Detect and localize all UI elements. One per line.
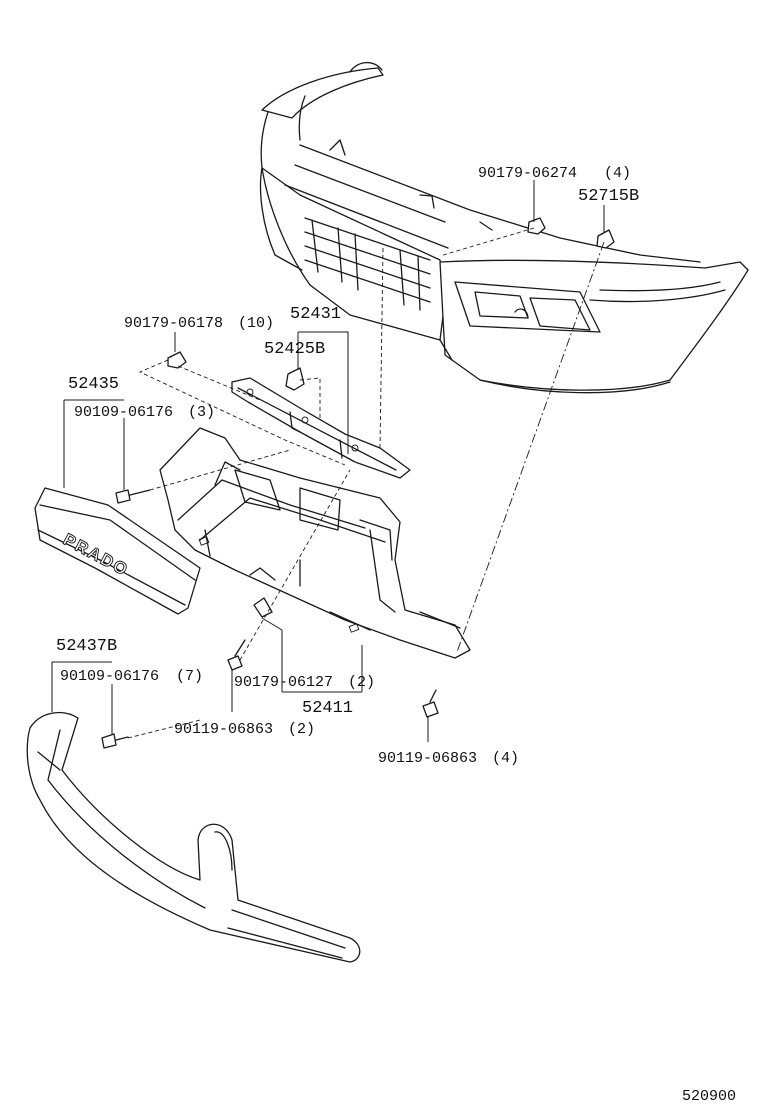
fastener-bolt-center — [227, 639, 246, 671]
callout-quantity: (4) — [492, 750, 519, 767]
fastener-screw-guard — [101, 733, 129, 749]
bumper-reinforcement-52411 — [159, 427, 471, 659]
callout-part-number: 52411 — [302, 699, 353, 718]
assembly-lines — [127, 227, 605, 739]
callout-52435: 52435 — [68, 375, 119, 394]
callout-part-number: 90179-06274 — [478, 165, 577, 182]
fastener-clip-top-right — [596, 229, 615, 249]
fastener-screw-emblem — [115, 489, 151, 504]
callout-part-number: 52715B — [578, 187, 639, 206]
callout-90179-06127: 90179-06127 (2) — [234, 674, 375, 691]
callout-90109-06176-3: 90109-06176 (3) — [74, 404, 215, 421]
figure-number: 520900 — [682, 1088, 736, 1105]
callout-part-number: 90179-06178 — [124, 315, 223, 332]
callout-part-number: 52431 — [290, 305, 341, 324]
callout-quantity: (2) — [348, 674, 375, 691]
callout-part-number: 52437B — [56, 637, 117, 656]
fastener-clip-center — [253, 597, 273, 618]
callout-90179-06178: 90179-06178 (10) — [124, 315, 274, 332]
leader-lines — [51, 180, 605, 742]
lower-guard-52437b — [26, 711, 361, 963]
callout-part-number: 90109-06176 — [74, 404, 173, 421]
callout-part-number: 90109-06176 — [60, 668, 159, 685]
callout-quantity: (4) — [604, 165, 631, 182]
callout-quantity: (3) — [188, 404, 215, 421]
callout-part-number: 90119-06863 — [174, 721, 273, 738]
fastener-bolt-right — [422, 689, 439, 718]
callout-52437b: 52437B — [56, 637, 117, 656]
bracket-52431 — [231, 377, 411, 479]
fastener-clip-52425b — [285, 367, 305, 391]
callout-90119-06863-2: 90119-06863 (2) — [174, 721, 315, 738]
callout-52431: 52431 — [290, 305, 341, 324]
callout-part-number: 90119-06863 — [378, 750, 477, 767]
callout-part-number: 52435 — [68, 375, 119, 394]
callout-90109-06176-7: 90109-06176 (7) — [60, 668, 203, 685]
callout-90119-06863-4: 90119-06863 (4) — [378, 750, 519, 767]
callout-52425b: 52425B — [264, 340, 325, 359]
callout-quantity: (10) — [238, 315, 274, 332]
vehicle-front-body — [259, 62, 749, 394]
callout-part-number: 90179-06127 — [234, 674, 333, 691]
callout-quantity: (7) — [176, 668, 203, 685]
callout-52715b: 52715B — [578, 187, 639, 206]
fastener-nut-top-right — [527, 217, 546, 235]
fastener-nut-upper-left — [167, 351, 187, 369]
callout-part-number: 52425B — [264, 340, 325, 359]
callout-90179-06274: 90179-06274 (4) — [478, 165, 631, 182]
callout-quantity: (2) — [288, 721, 315, 738]
callout-52411: 52411 — [302, 699, 353, 718]
